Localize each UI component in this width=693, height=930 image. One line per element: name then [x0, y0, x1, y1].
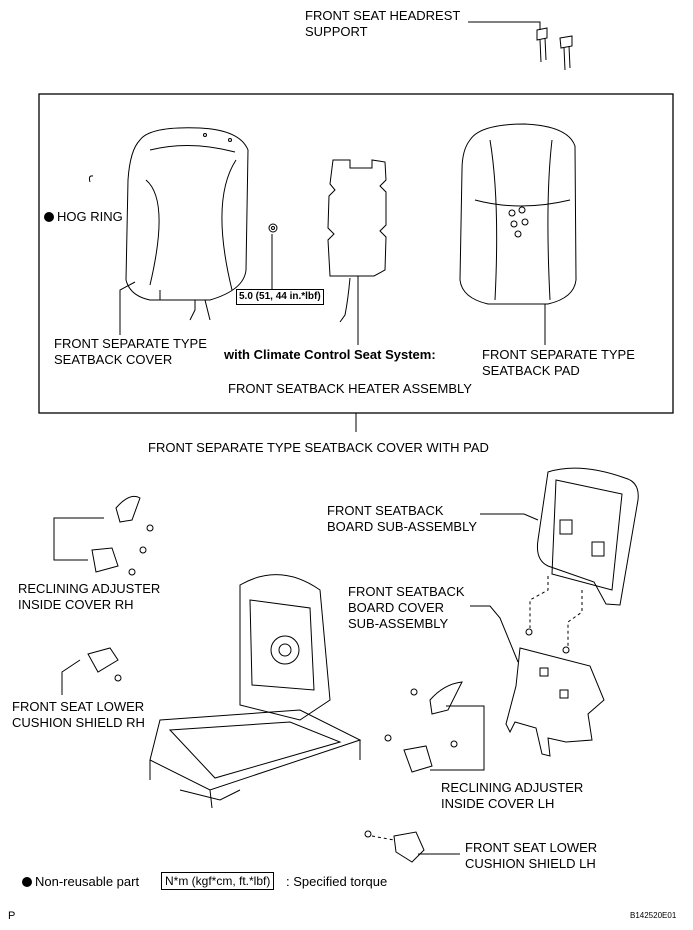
reclining-lh-label: RECLINING ADJUSTER INSIDE COVER LH	[441, 780, 584, 811]
cushion-shield-rh-part	[87, 647, 122, 682]
cushion-shield-rh-label: FRONT SEAT LOWER CUSHION SHIELD RH	[12, 699, 145, 730]
seatback-pad-label: FRONT SEPARATE TYPE SEATBACK PAD	[482, 347, 635, 378]
seatback-cover-label: FRONT SEPARATE TYPE SEATBACK COVER	[54, 336, 207, 367]
cushion-shield-lh-part	[364, 830, 425, 863]
torque-spec-box: 5.0 (51, 44 in.*lbf)	[236, 289, 324, 305]
seat-frame-part	[149, 574, 362, 809]
corner-letter: P	[8, 910, 16, 922]
cover-with-pad-label: FRONT SEPARATE TYPE SEATBACK COVER WITH …	[148, 440, 489, 455]
non-reusable-dot-icon	[22, 877, 32, 887]
reclining-rh-label: RECLINING ADJUSTER INSIDE COVER RH	[18, 581, 161, 612]
screw-part	[525, 628, 533, 636]
board-cover-sub-assembly-part	[505, 647, 605, 757]
screw-part	[562, 646, 570, 654]
seatback-heater-part	[327, 159, 387, 323]
seatback-cover-part	[125, 127, 249, 321]
legend-non-reusable: Non-reusable part	[22, 874, 139, 890]
non-reusable-dot-icon	[44, 212, 54, 222]
reclining-adjuster-lh-part	[384, 681, 463, 773]
board-cover-label: FRONT SEATBACK BOARD COVER SUB-ASSEMBLY	[348, 584, 465, 631]
board-sub-assembly-leader	[480, 513, 539, 521]
cushion-shield-lh-label: FRONT SEAT LOWER CUSHION SHIELD LH	[465, 840, 598, 871]
seatback-pad-part	[459, 123, 577, 305]
heater-assembly-label: FRONT SEATBACK HEATER ASSEMBLY	[228, 381, 472, 396]
figure-id: B142520E01	[630, 911, 677, 920]
legend-torque-units: N*m (kgf*cm, ft.*lbf)	[161, 872, 275, 890]
reclining-lh-leader	[430, 705, 485, 771]
board-cover-leader	[470, 605, 519, 663]
nut-part	[268, 223, 278, 233]
reclining-rh-leader	[53, 517, 104, 561]
hog-ring-part	[88, 175, 94, 183]
board-sub-assembly-part	[537, 467, 639, 606]
headrest-leader-line	[468, 21, 541, 30]
headrest-support-label: FRONT SEAT HEADREST SUPPORT	[305, 8, 461, 39]
seatback-cover-leader	[119, 281, 136, 335]
board-sub-assembly-label: FRONT SEATBACK BOARD SUB-ASSEMBLY	[327, 503, 478, 534]
hog-ring-label: HOG RING	[44, 209, 123, 225]
cushion-shield-rh-leader	[61, 659, 81, 695]
legend-specified-torque: : Specified torque	[286, 874, 388, 889]
reclining-adjuster-rh-part	[91, 495, 154, 576]
headrest-support-part	[536, 27, 573, 71]
climate-control-label: with Climate Control Seat System:	[224, 347, 436, 362]
